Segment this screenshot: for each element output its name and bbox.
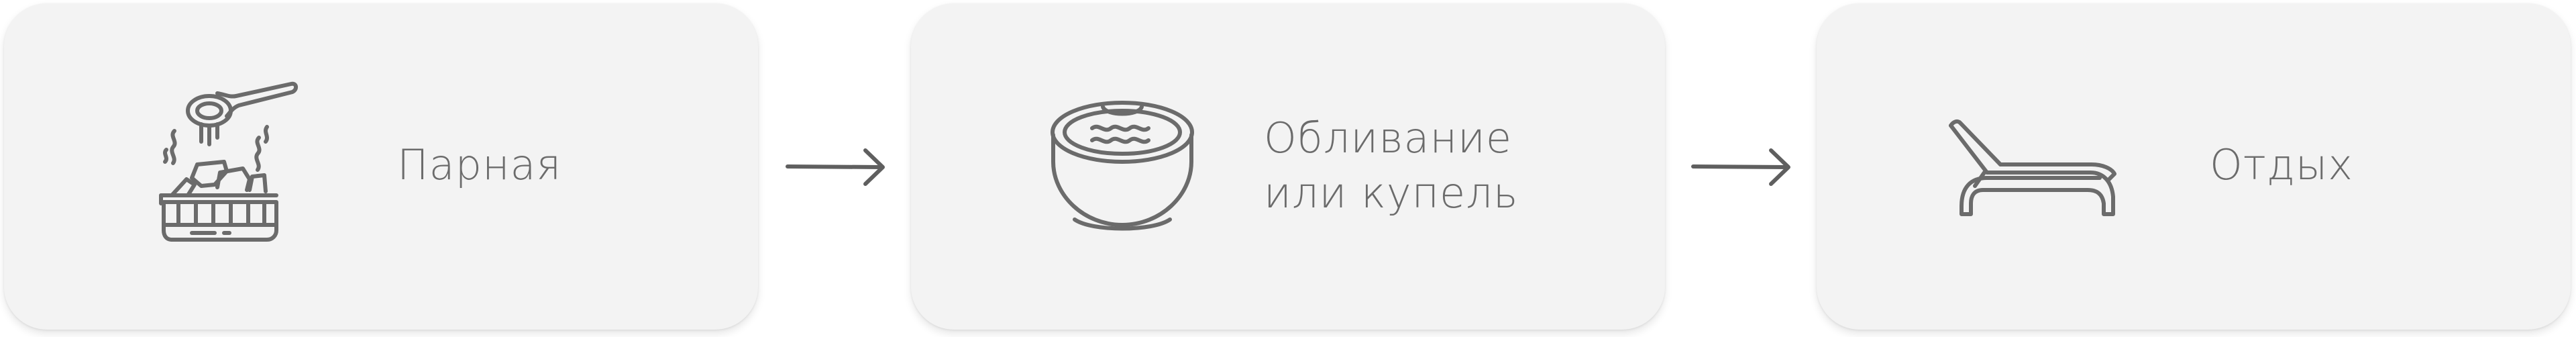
step-label: Отдых <box>2210 140 2353 189</box>
step-label-line1: Обливание <box>1264 113 1513 162</box>
arrow-right-icon <box>1690 144 1794 188</box>
step-card-dousing: Обливание или купель <box>911 3 1665 330</box>
step-label: Парная <box>397 140 562 189</box>
sauna-icon <box>145 77 306 252</box>
step-card-rest: Отдых <box>1817 3 2571 330</box>
step-label-line2: или купель <box>1264 168 1519 218</box>
step-card-steam-room: Парная <box>4 3 758 330</box>
arrow-right-icon <box>785 144 888 188</box>
lounger-icon <box>1944 116 2118 224</box>
bucket-icon <box>1045 95 1199 242</box>
